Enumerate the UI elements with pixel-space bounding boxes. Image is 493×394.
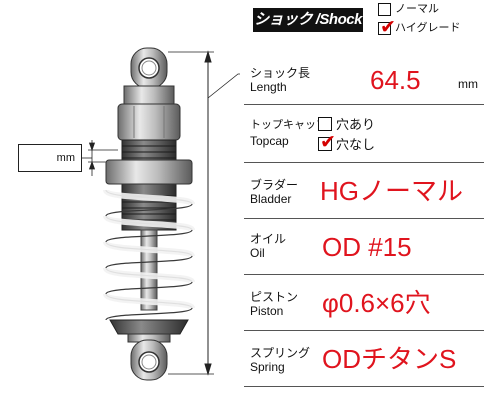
- topcap-label-jp: トップキャップ: [250, 119, 327, 131]
- length-unit: mm: [458, 77, 478, 91]
- piston-value: φ0.6×6穴: [322, 288, 431, 318]
- check-mark-icon: ✔: [380, 16, 396, 38]
- spring-collar: [105, 159, 193, 185]
- piston-label-jp: ピストン: [250, 290, 299, 304]
- gap-value-field[interactable]: mm: [18, 144, 82, 172]
- top-cap: [123, 85, 175, 105]
- shock-header-label: ショック /Shock: [253, 8, 363, 32]
- spring-label-en: Spring: [250, 360, 285, 374]
- checkbox-with-hole[interactable]: [318, 116, 332, 131]
- check-mark-icon: ✔: [320, 131, 336, 153]
- topcap-option-with-hole[interactable]: 穴あり: [318, 114, 375, 133]
- oil-value: OD #15: [322, 232, 412, 262]
- oil-label-jp: オイル: [250, 232, 287, 246]
- length-value: 64.5: [370, 65, 421, 95]
- spring-value: ODチタンS: [322, 344, 457, 374]
- grade-option-normal[interactable]: ノーマル: [378, 2, 439, 16]
- length-leader-line: [207, 73, 240, 99]
- length-dimension-line: [168, 50, 214, 376]
- top-eyelet: [130, 47, 168, 89]
- checkbox-highgrade[interactable]: ✔: [378, 18, 396, 37]
- spring-coils-fill: [103, 187, 195, 311]
- bladder-label-en: Bladder: [250, 192, 292, 206]
- divider: [244, 330, 484, 331]
- oil-label-en: Oil: [250, 246, 265, 260]
- shaft: [140, 229, 158, 311]
- grade-option-highgrade-label: ハイグレード: [395, 22, 461, 34]
- shock-illustration: [82, 47, 240, 381]
- topcap-option-no-hole-label: 穴なし: [336, 137, 376, 152]
- topcap-option-no-hole[interactable]: ✔ 穴なし: [318, 133, 376, 153]
- grade-option-normal-label: ノーマル: [395, 3, 439, 15]
- divider: [244, 162, 484, 163]
- length-label-en: Length: [250, 80, 287, 94]
- topcap-label-en: Topcap: [250, 134, 289, 148]
- divider: [244, 274, 484, 275]
- lower-spring-cup: [109, 319, 189, 335]
- divider: [244, 386, 484, 387]
- checkbox-no-hole[interactable]: ✔: [318, 133, 336, 152]
- bladder-label-jp: ブラダー: [250, 178, 299, 192]
- grade-option-highgrade[interactable]: ✔ ハイグレード: [378, 18, 461, 37]
- checkbox-normal[interactable]: [378, 2, 391, 16]
- piston-label-en: Piston: [250, 304, 284, 318]
- length-label-jp: ショック長: [250, 66, 311, 80]
- gap-unit: mm: [56, 152, 75, 164]
- divider: [244, 218, 484, 219]
- topcap-option-with-hole-label: 穴あり: [336, 117, 376, 132]
- threaded-body: [121, 139, 177, 231]
- bladder-value: HGノーマル: [320, 176, 464, 206]
- spring-label-jp: スプリング: [250, 346, 311, 360]
- divider: [244, 104, 484, 105]
- body-upper: [117, 103, 181, 141]
- bottom-eyelet: [130, 339, 168, 381]
